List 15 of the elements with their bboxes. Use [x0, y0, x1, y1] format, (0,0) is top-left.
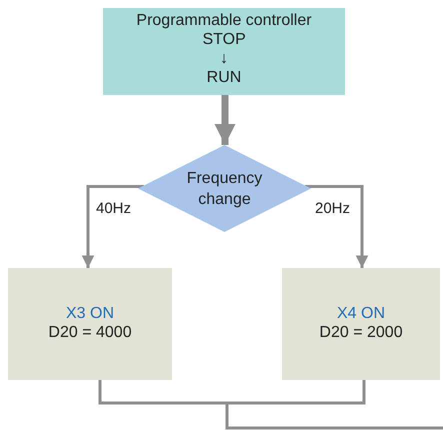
assignment-text: D20 = 2000: [319, 323, 403, 342]
step-title: X4 ON: [336, 304, 385, 323]
connector-line: [226, 380, 443, 430]
arrow: [214, 95, 236, 145]
arrow: [305, 185, 368, 268]
process-box: [103, 8, 345, 95]
process-box: [8, 268, 172, 380]
box-title: Programmable controller: [136, 11, 312, 30]
assignment-text: D20 = 4000: [48, 323, 132, 342]
state-change-text: STOP ↓ RUN: [202, 30, 246, 87]
step-title: X3 ON: [66, 304, 114, 323]
decision-diamond: [138, 145, 311, 232]
process-box: [282, 268, 440, 380]
arrow: [82, 185, 144, 268]
decision-text: Frequency change: [186, 168, 264, 210]
